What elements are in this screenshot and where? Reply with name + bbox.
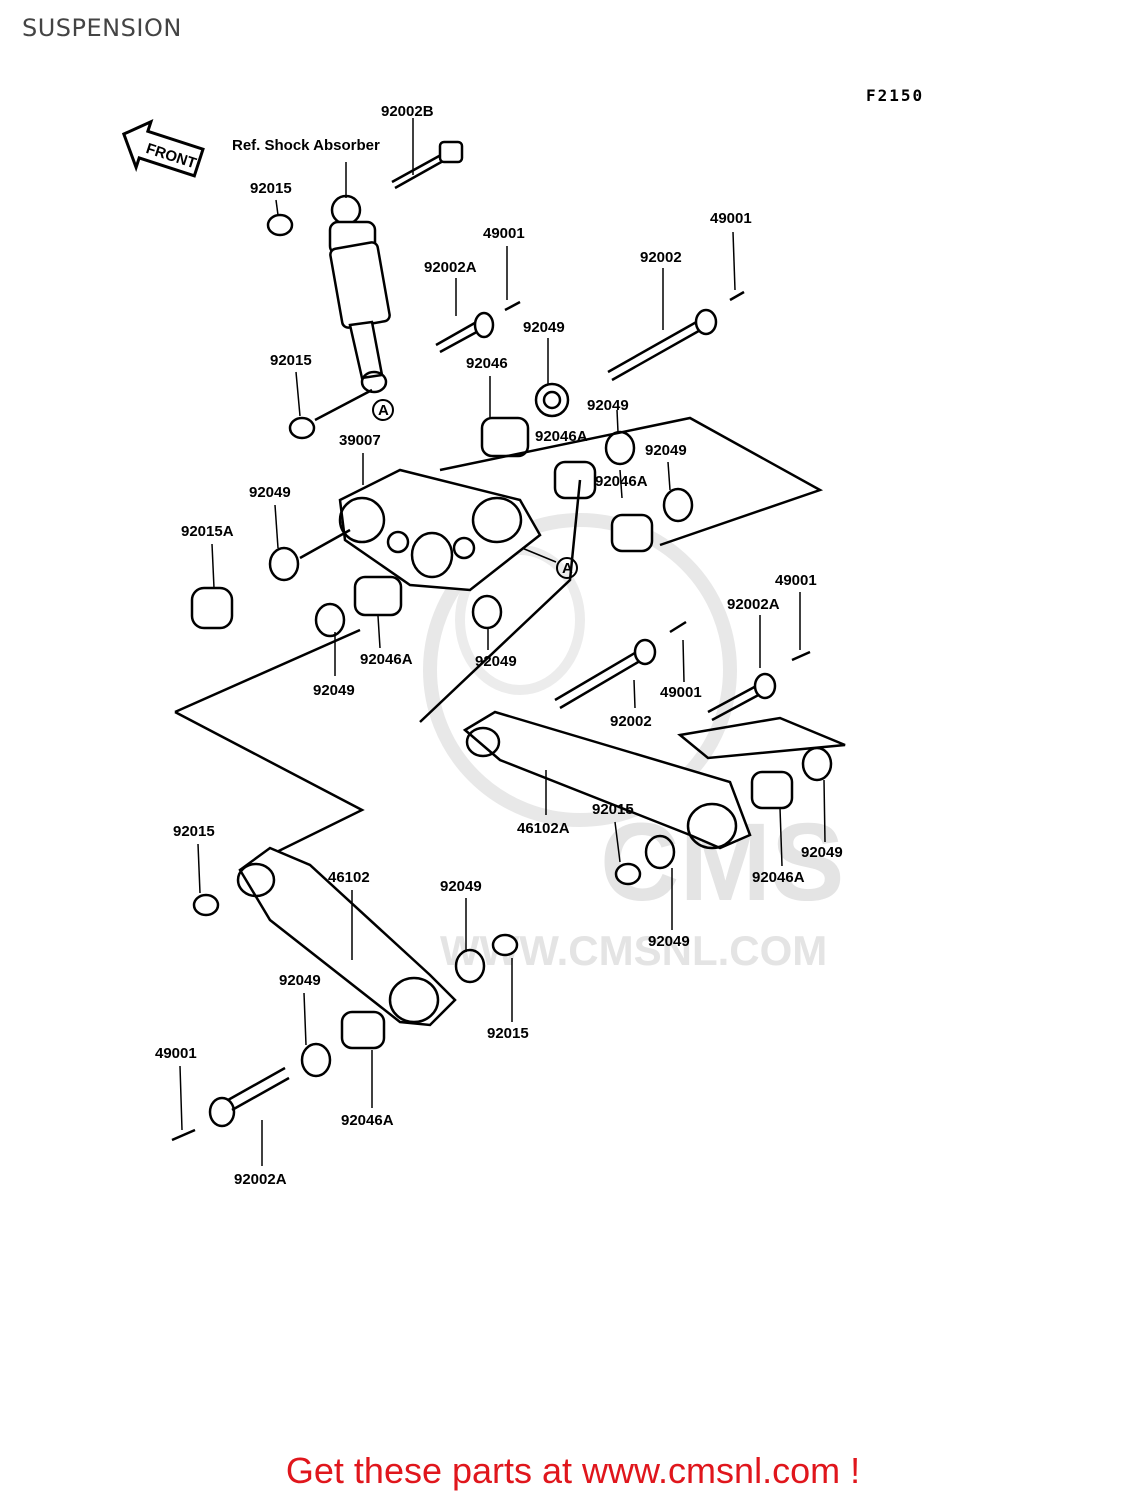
label-92049-left-low: 92049 bbox=[313, 682, 355, 699]
label-92049-bottom-left: 92049 bbox=[279, 972, 321, 989]
label-92049-right2: 92049 bbox=[645, 442, 687, 459]
label-92002A-upper: 92002A bbox=[424, 259, 477, 276]
label-49001-lower-right: 49001 bbox=[775, 572, 817, 589]
pin-92002A-lower-left bbox=[171, 1066, 290, 1142]
label-39007: 39007 bbox=[339, 432, 381, 449]
link-46102A bbox=[462, 710, 752, 850]
label-92046A-bottom: 92046A bbox=[341, 1112, 394, 1129]
label-92002-lower: 92002 bbox=[610, 713, 652, 730]
parts-drawing bbox=[171, 118, 846, 1166]
upper-bushings bbox=[480, 382, 694, 553]
bolt-92002B bbox=[391, 140, 464, 190]
label-92002B: 92002B bbox=[381, 103, 434, 120]
label-92049-mid: 92049 bbox=[475, 653, 517, 670]
ref-a-marker-2: A bbox=[562, 560, 573, 577]
nut-92015-top bbox=[266, 213, 294, 237]
label-92049-left: 92049 bbox=[249, 484, 291, 501]
label-92046A-right2: 92046A bbox=[595, 473, 648, 490]
pin-92002-lower bbox=[554, 620, 687, 710]
label-92049-far-right: 92049 bbox=[801, 844, 843, 861]
label-92015-top: 92015 bbox=[250, 180, 292, 197]
label-92015A: 92015A bbox=[181, 523, 234, 540]
pin-92002A-upper bbox=[435, 300, 521, 354]
label-49001-upper-right: 49001 bbox=[710, 210, 752, 227]
pin-92002A-lower-right bbox=[707, 650, 811, 722]
label-46102: 46102 bbox=[328, 869, 370, 886]
label-92049-right-low: 92049 bbox=[648, 933, 690, 950]
shock-absorber bbox=[328, 194, 391, 394]
label-92015-bottom: 92015 bbox=[487, 1025, 529, 1042]
label-92046A-far-right: 92046A bbox=[752, 869, 805, 886]
label-92015-right: 92015 bbox=[592, 801, 634, 818]
cta-link[interactable]: Get these parts at www.cmsnl.com ! bbox=[285, 1450, 861, 1491]
label-92046A-right1: 92046A bbox=[535, 428, 588, 445]
label-92049-upper: 92049 bbox=[523, 319, 565, 336]
page-title: SUSPENSION bbox=[22, 14, 182, 42]
label-92015-left-low: 92015 bbox=[173, 823, 215, 840]
left-bushings bbox=[190, 528, 503, 638]
label-92002-upper: 92002 bbox=[640, 249, 682, 266]
label-46102A: 46102A bbox=[517, 820, 570, 837]
label-92015-mid: 92015 bbox=[270, 352, 312, 369]
link-46102 bbox=[236, 846, 457, 1027]
figure-code: F2150 bbox=[866, 86, 925, 105]
label-92002A-lower-right: 92002A bbox=[727, 596, 780, 613]
label-92049-center-low: 92049 bbox=[440, 878, 482, 895]
exploded-diagram: CMS WWW.CMSNL.COM FRONT bbox=[121, 103, 846, 1188]
label-92049-right1: 92049 bbox=[587, 397, 629, 414]
label-49001-upper-left: 49001 bbox=[483, 225, 525, 242]
label-92046A-left: 92046A bbox=[360, 651, 413, 668]
front-arrow-icon: FRONT bbox=[121, 119, 205, 178]
nut-92015-mid bbox=[288, 416, 316, 440]
label-92046: 92046 bbox=[466, 355, 508, 372]
callout-labels: 92002B Ref. Shock Absorber 92015 49001 9… bbox=[155, 103, 843, 1188]
ref-a-marker-1: A bbox=[378, 402, 389, 419]
rocker-arm-39007 bbox=[338, 468, 542, 592]
label-49001-bottom: 49001 bbox=[155, 1045, 197, 1062]
label-92002A-bottom: 92002A bbox=[234, 1171, 287, 1188]
pin-92002-upper bbox=[607, 290, 745, 382]
leader-lines bbox=[179, 118, 826, 1166]
label-49001-lower-mid: 49001 bbox=[660, 684, 702, 701]
label-ref-shock-absorber: Ref. Shock Absorber bbox=[232, 137, 380, 154]
